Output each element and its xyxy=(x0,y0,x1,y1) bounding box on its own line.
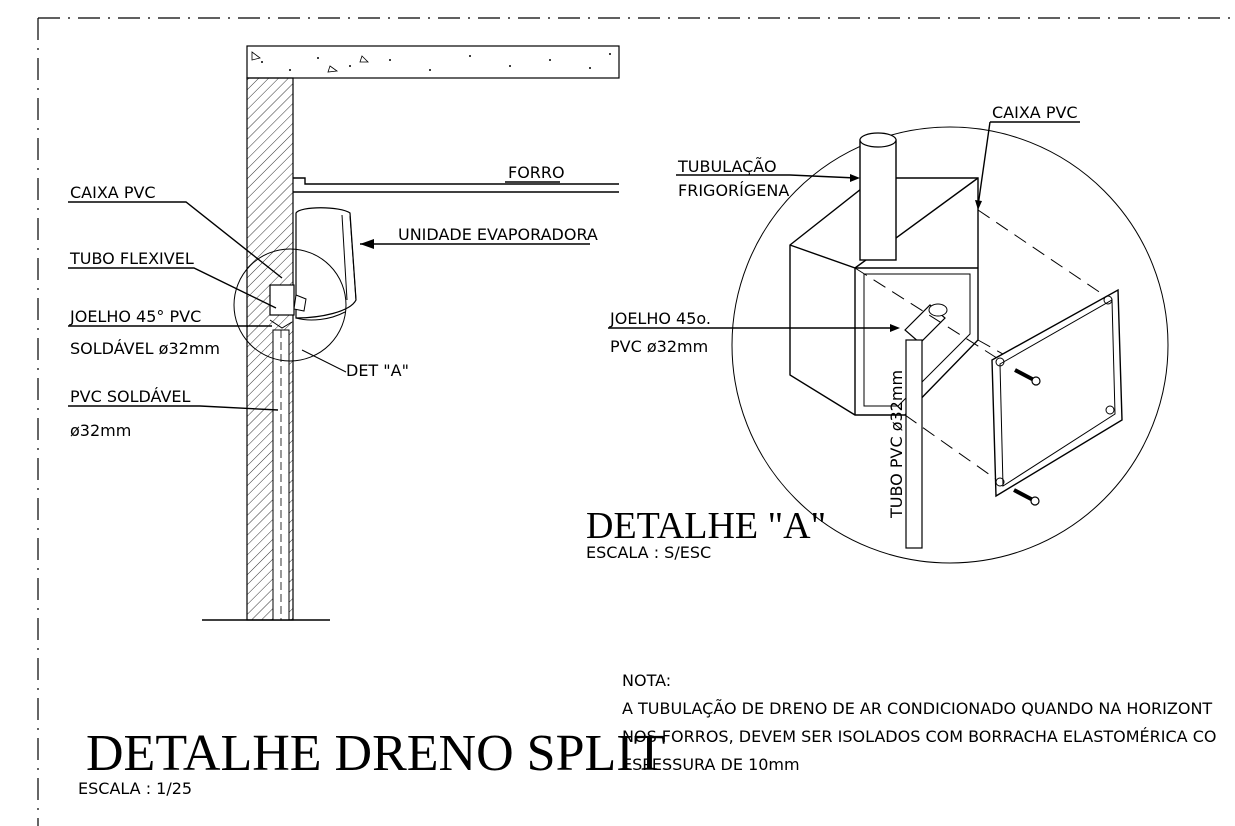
scale-right: ESCALA : S/ESC xyxy=(586,543,711,562)
note-heading: NOTA: xyxy=(622,671,671,690)
label-tubo-pvc-vertical: TUBO PVC ø32mm xyxy=(887,370,906,519)
evaporator-unit xyxy=(295,207,357,319)
label-caixa-pvc-left: CAIXA PVC xyxy=(70,183,156,202)
label-diameter: ø32mm xyxy=(70,421,131,440)
note-line-2: NOS FORROS, DEVEM SER ISOLADOS COM BORRA… xyxy=(622,727,1216,746)
screws xyxy=(1013,368,1041,506)
concrete-texture xyxy=(251,51,611,73)
label-caixa-pvc-right: CAIXA PVC xyxy=(992,103,1078,122)
label-frigorigena: FRIGORÍGENA xyxy=(678,181,789,200)
label-unidade-evaporadora: UNIDADE EVAPORADORA xyxy=(398,225,598,244)
wall-section xyxy=(202,45,620,621)
label-pvc-32mm: PVC ø32mm xyxy=(610,337,708,356)
title-detalhe-dreno-split: DETALHE DRENO SPLIT xyxy=(86,725,665,782)
detail-a-circle xyxy=(233,248,347,362)
drain-pipe-vertical xyxy=(905,339,923,549)
detail-a-big-circle xyxy=(731,126,1169,564)
detail-a-isometric xyxy=(731,126,1169,564)
pvc-box-small xyxy=(269,284,295,316)
right-leaders xyxy=(608,121,1080,332)
box-cover-plate xyxy=(991,288,1123,498)
label-det-a: DET "A" xyxy=(346,361,409,380)
title-detalhe-a: DETALHE "A" xyxy=(586,505,826,547)
note-line-1: A TUBULAÇÃO DE DRENO DE AR CONDICIONADO … xyxy=(622,699,1212,718)
label-forro: FORRO xyxy=(508,163,565,182)
label-joelho-45o: JOELHO 45o. xyxy=(609,309,711,328)
label-pvc-soldavel: PVC SOLDÁVEL xyxy=(70,387,191,406)
scale-left: ESCALA : 1/25 xyxy=(78,779,192,798)
label-soldavel: SOLDÁVEL ø32mm xyxy=(70,339,220,358)
label-tubulacao: TUBULAÇÃO xyxy=(677,157,777,176)
note-line-3: ESPESSURA DE 10mm xyxy=(622,755,800,774)
left-leaders xyxy=(68,181,590,411)
sheet-border xyxy=(37,17,1235,826)
refrigerant-pipe xyxy=(859,139,897,261)
label-tubo-flexivel: TUBO FLEXIVEL xyxy=(69,249,194,268)
label-joelho-45: JOELHO 45° PVC xyxy=(69,307,201,326)
concrete-slab xyxy=(246,45,620,79)
ceiling-forro xyxy=(293,177,619,193)
